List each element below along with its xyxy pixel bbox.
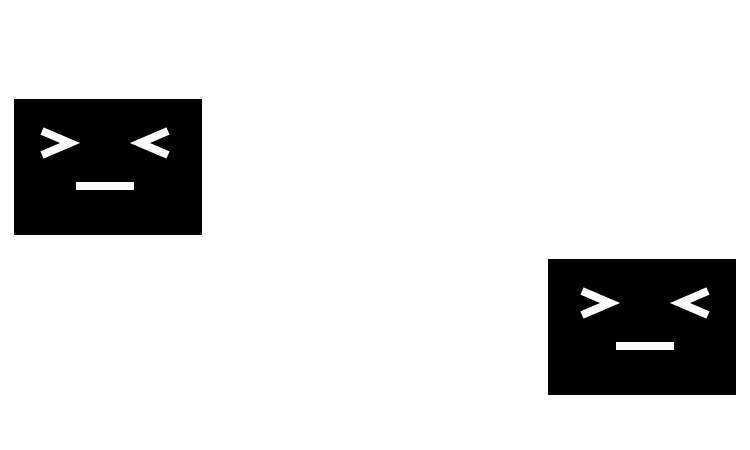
squinting-face-drawing xyxy=(580,287,710,350)
mouth-line xyxy=(76,182,134,190)
squinting-face-drawing xyxy=(40,127,170,190)
mouth-line xyxy=(616,342,674,350)
squinting-face-icon xyxy=(14,99,202,235)
squinting-face-icon xyxy=(548,259,736,395)
left-eye-chevron xyxy=(40,127,81,159)
right-eye-chevron xyxy=(669,287,710,319)
left-eye-chevron xyxy=(580,287,621,319)
right-eye-chevron xyxy=(129,127,170,159)
